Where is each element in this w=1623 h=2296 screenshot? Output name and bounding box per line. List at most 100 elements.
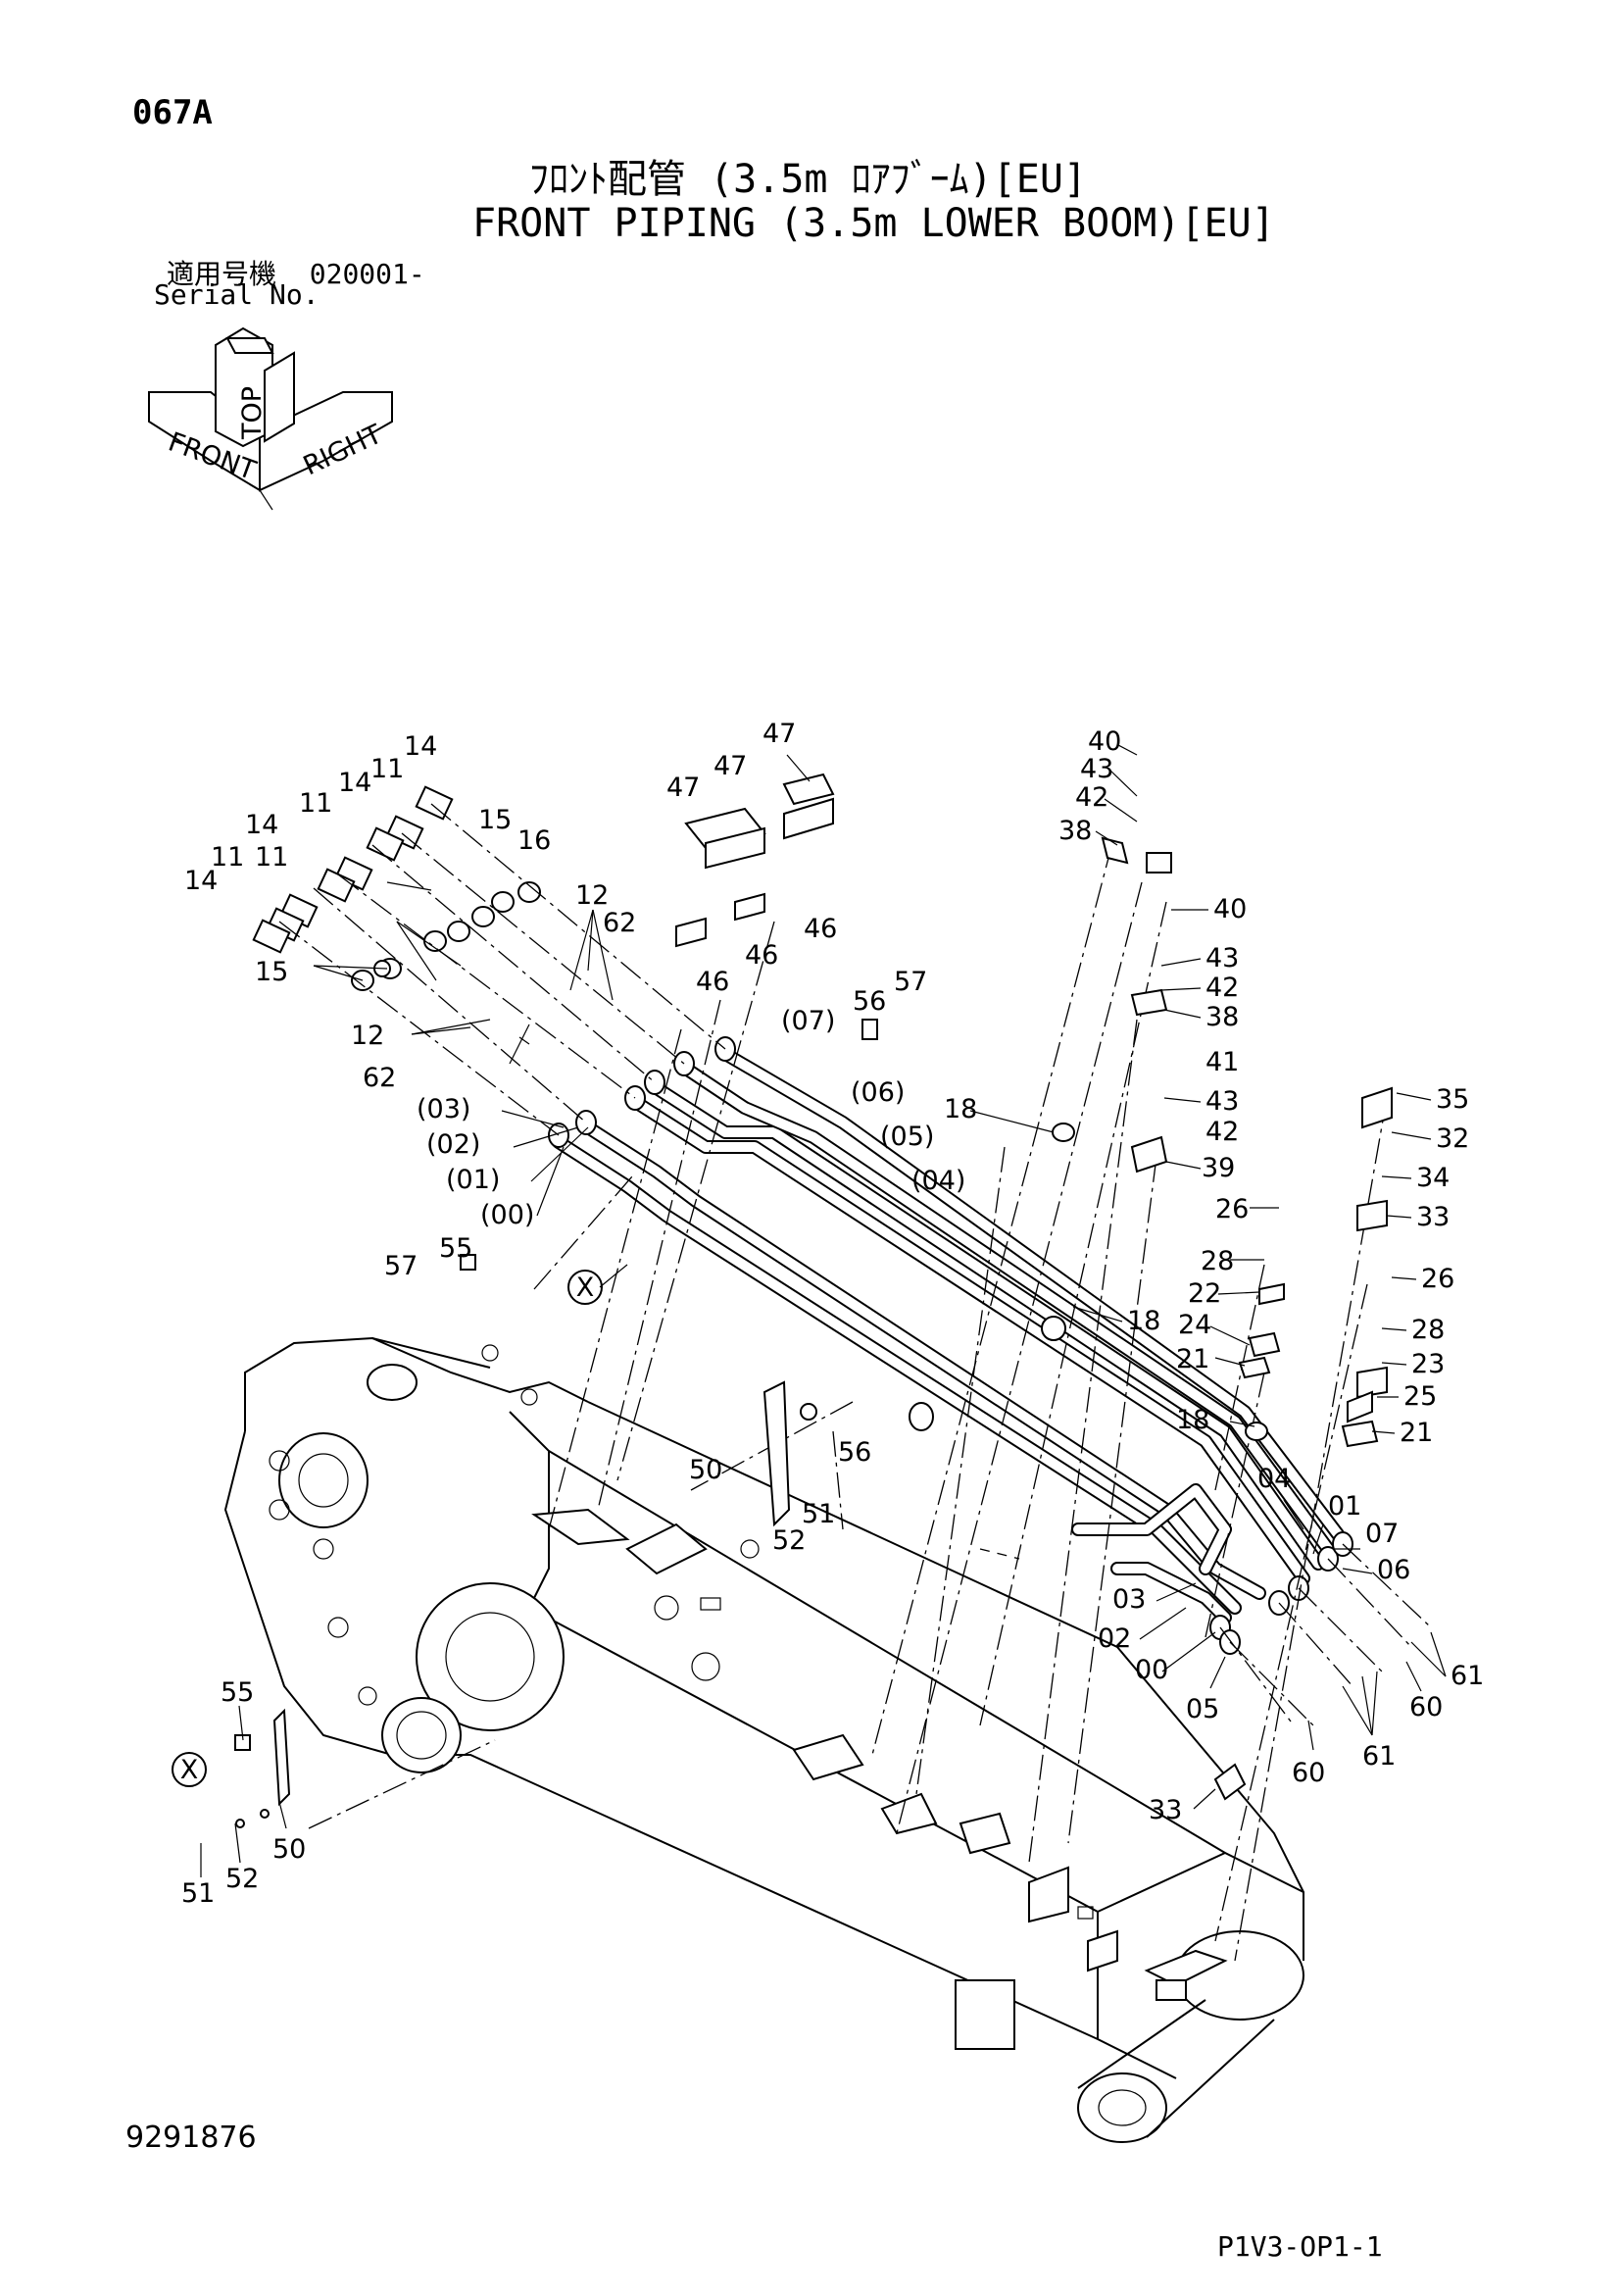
callout: 21 (1400, 1418, 1433, 1448)
callout: 47 (713, 751, 747, 781)
callout: 46 (696, 967, 729, 997)
callout: 21 (1176, 1344, 1209, 1374)
callout: 40 (1088, 726, 1121, 757)
callout: 28 (1201, 1246, 1234, 1276)
callout: 14 (404, 731, 437, 762)
callout: 11 (370, 754, 404, 784)
page-title-japanese: ﾌﾛﾝﾄ配管 (3.5m ﾛｱﾌﾞｰﾑ)[EU] (529, 157, 1087, 202)
leader-lines (200, 744, 1447, 1877)
callout: 15 (478, 805, 512, 835)
callout: 34 (1416, 1163, 1450, 1193)
callout: 57 (894, 967, 927, 997)
callout: 56 (853, 986, 886, 1017)
clamp-blocks-top (234, 773, 1393, 1828)
callout: 43 (1205, 943, 1239, 973)
callout: 50 (689, 1455, 722, 1485)
callout: 55 (221, 1677, 254, 1708)
callout: 32 (1436, 1123, 1469, 1154)
callout: 43 (1205, 1086, 1239, 1117)
page-title: FRONT PIPING (3.5m LOWER BOOM)[EU] (472, 201, 1275, 246)
callout: (07) (781, 1006, 835, 1036)
page-code: 067A (132, 93, 213, 132)
callout: 39 (1202, 1153, 1235, 1183)
callout: 12 (575, 880, 609, 911)
serial-value: 020001- (309, 258, 425, 290)
callout: 14 (338, 768, 371, 798)
serial-label-japanese: 適用号機 020001- (167, 253, 425, 292)
callout: 42 (1075, 782, 1108, 813)
callout: (04) (911, 1166, 965, 1196)
callout: 04 (1257, 1464, 1291, 1494)
callout: 05 (1186, 1694, 1219, 1724)
callout: 38 (1058, 816, 1092, 846)
callout: 28 (1411, 1315, 1445, 1345)
section-marker-x: X X (172, 1270, 603, 1787)
lower-boom-body (223, 1336, 1304, 2143)
callout: (05) (880, 1122, 934, 1152)
callout: 61 (1362, 1741, 1396, 1772)
serial-label-jp-text: 適用号機 (167, 258, 277, 290)
callout: 16 (517, 825, 551, 856)
callout: 12 (351, 1021, 384, 1051)
callout: 23 (1411, 1349, 1445, 1379)
callout: 18 (1127, 1306, 1160, 1336)
callout: 50 (272, 1834, 306, 1865)
callout: 56 (838, 1437, 871, 1468)
callout: 52 (772, 1525, 806, 1556)
callout: 38 (1205, 1002, 1239, 1032)
callout: 60 (1409, 1692, 1443, 1722)
callout: 26 (1421, 1264, 1454, 1294)
callout: 15 (255, 957, 288, 987)
callout: (03) (417, 1094, 470, 1124)
callout: 14 (184, 866, 218, 896)
callout: 55 (439, 1233, 472, 1264)
callout: 60 (1292, 1758, 1325, 1788)
callout: (01) (446, 1165, 500, 1195)
callout: 42 (1205, 1117, 1239, 1147)
orientation-top-label: TOP (237, 386, 268, 440)
sheet-code: P1V3-OP1-1 (1217, 2230, 1383, 2263)
callout: 06 (1377, 1555, 1410, 1585)
callout: 11 (299, 788, 332, 819)
callout: (06) (851, 1077, 905, 1108)
callout: 01 (1328, 1491, 1361, 1522)
callout: 62 (363, 1063, 396, 1093)
callout: 62 (603, 908, 636, 938)
callout: 03 (1112, 1584, 1146, 1615)
drawing-number: 9291876 (125, 2121, 257, 2155)
callout: (02) (426, 1129, 480, 1160)
callout: 46 (804, 914, 837, 944)
callout: 33 (1149, 1795, 1182, 1825)
hydraulic-pipe-bundle (552, 1047, 1345, 1624)
section-marker-x-label: X (576, 1273, 595, 1303)
callout: 18 (1176, 1405, 1209, 1435)
callout: 47 (762, 719, 796, 749)
callout: 33 (1416, 1202, 1450, 1232)
callout: 43 (1080, 754, 1113, 784)
callout: 11 (211, 842, 244, 873)
serial-label: Serial No. (154, 278, 320, 311)
callout: 52 (225, 1864, 259, 1894)
callout: 41 (1205, 1047, 1239, 1077)
callout: 00 (1135, 1655, 1168, 1685)
callout: 02 (1098, 1623, 1131, 1654)
callout: 18 (944, 1094, 977, 1124)
callout: 42 (1205, 973, 1239, 1003)
callout: 40 (1213, 894, 1247, 924)
callout-labels: 47 47 47 40 43 42 38 40 43 42 38 41 43 4… (181, 719, 1484, 1909)
callout: 61 (1451, 1661, 1484, 1691)
callout: 47 (666, 773, 700, 803)
callout: 46 (745, 940, 778, 971)
callout: 26 (1215, 1194, 1249, 1224)
callout: 11 (255, 842, 288, 873)
callout: 25 (1403, 1381, 1437, 1412)
callout: 14 (245, 810, 278, 840)
callout: (00) (480, 1200, 534, 1230)
callout: 35 (1436, 1084, 1469, 1115)
orientation-icon: FRONT TOP RIGHT (148, 326, 393, 511)
callout: 51 (802, 1499, 835, 1529)
assembly-guide-lines (278, 803, 1432, 1962)
callout: 22 (1188, 1278, 1221, 1309)
callout: 24 (1178, 1310, 1211, 1340)
